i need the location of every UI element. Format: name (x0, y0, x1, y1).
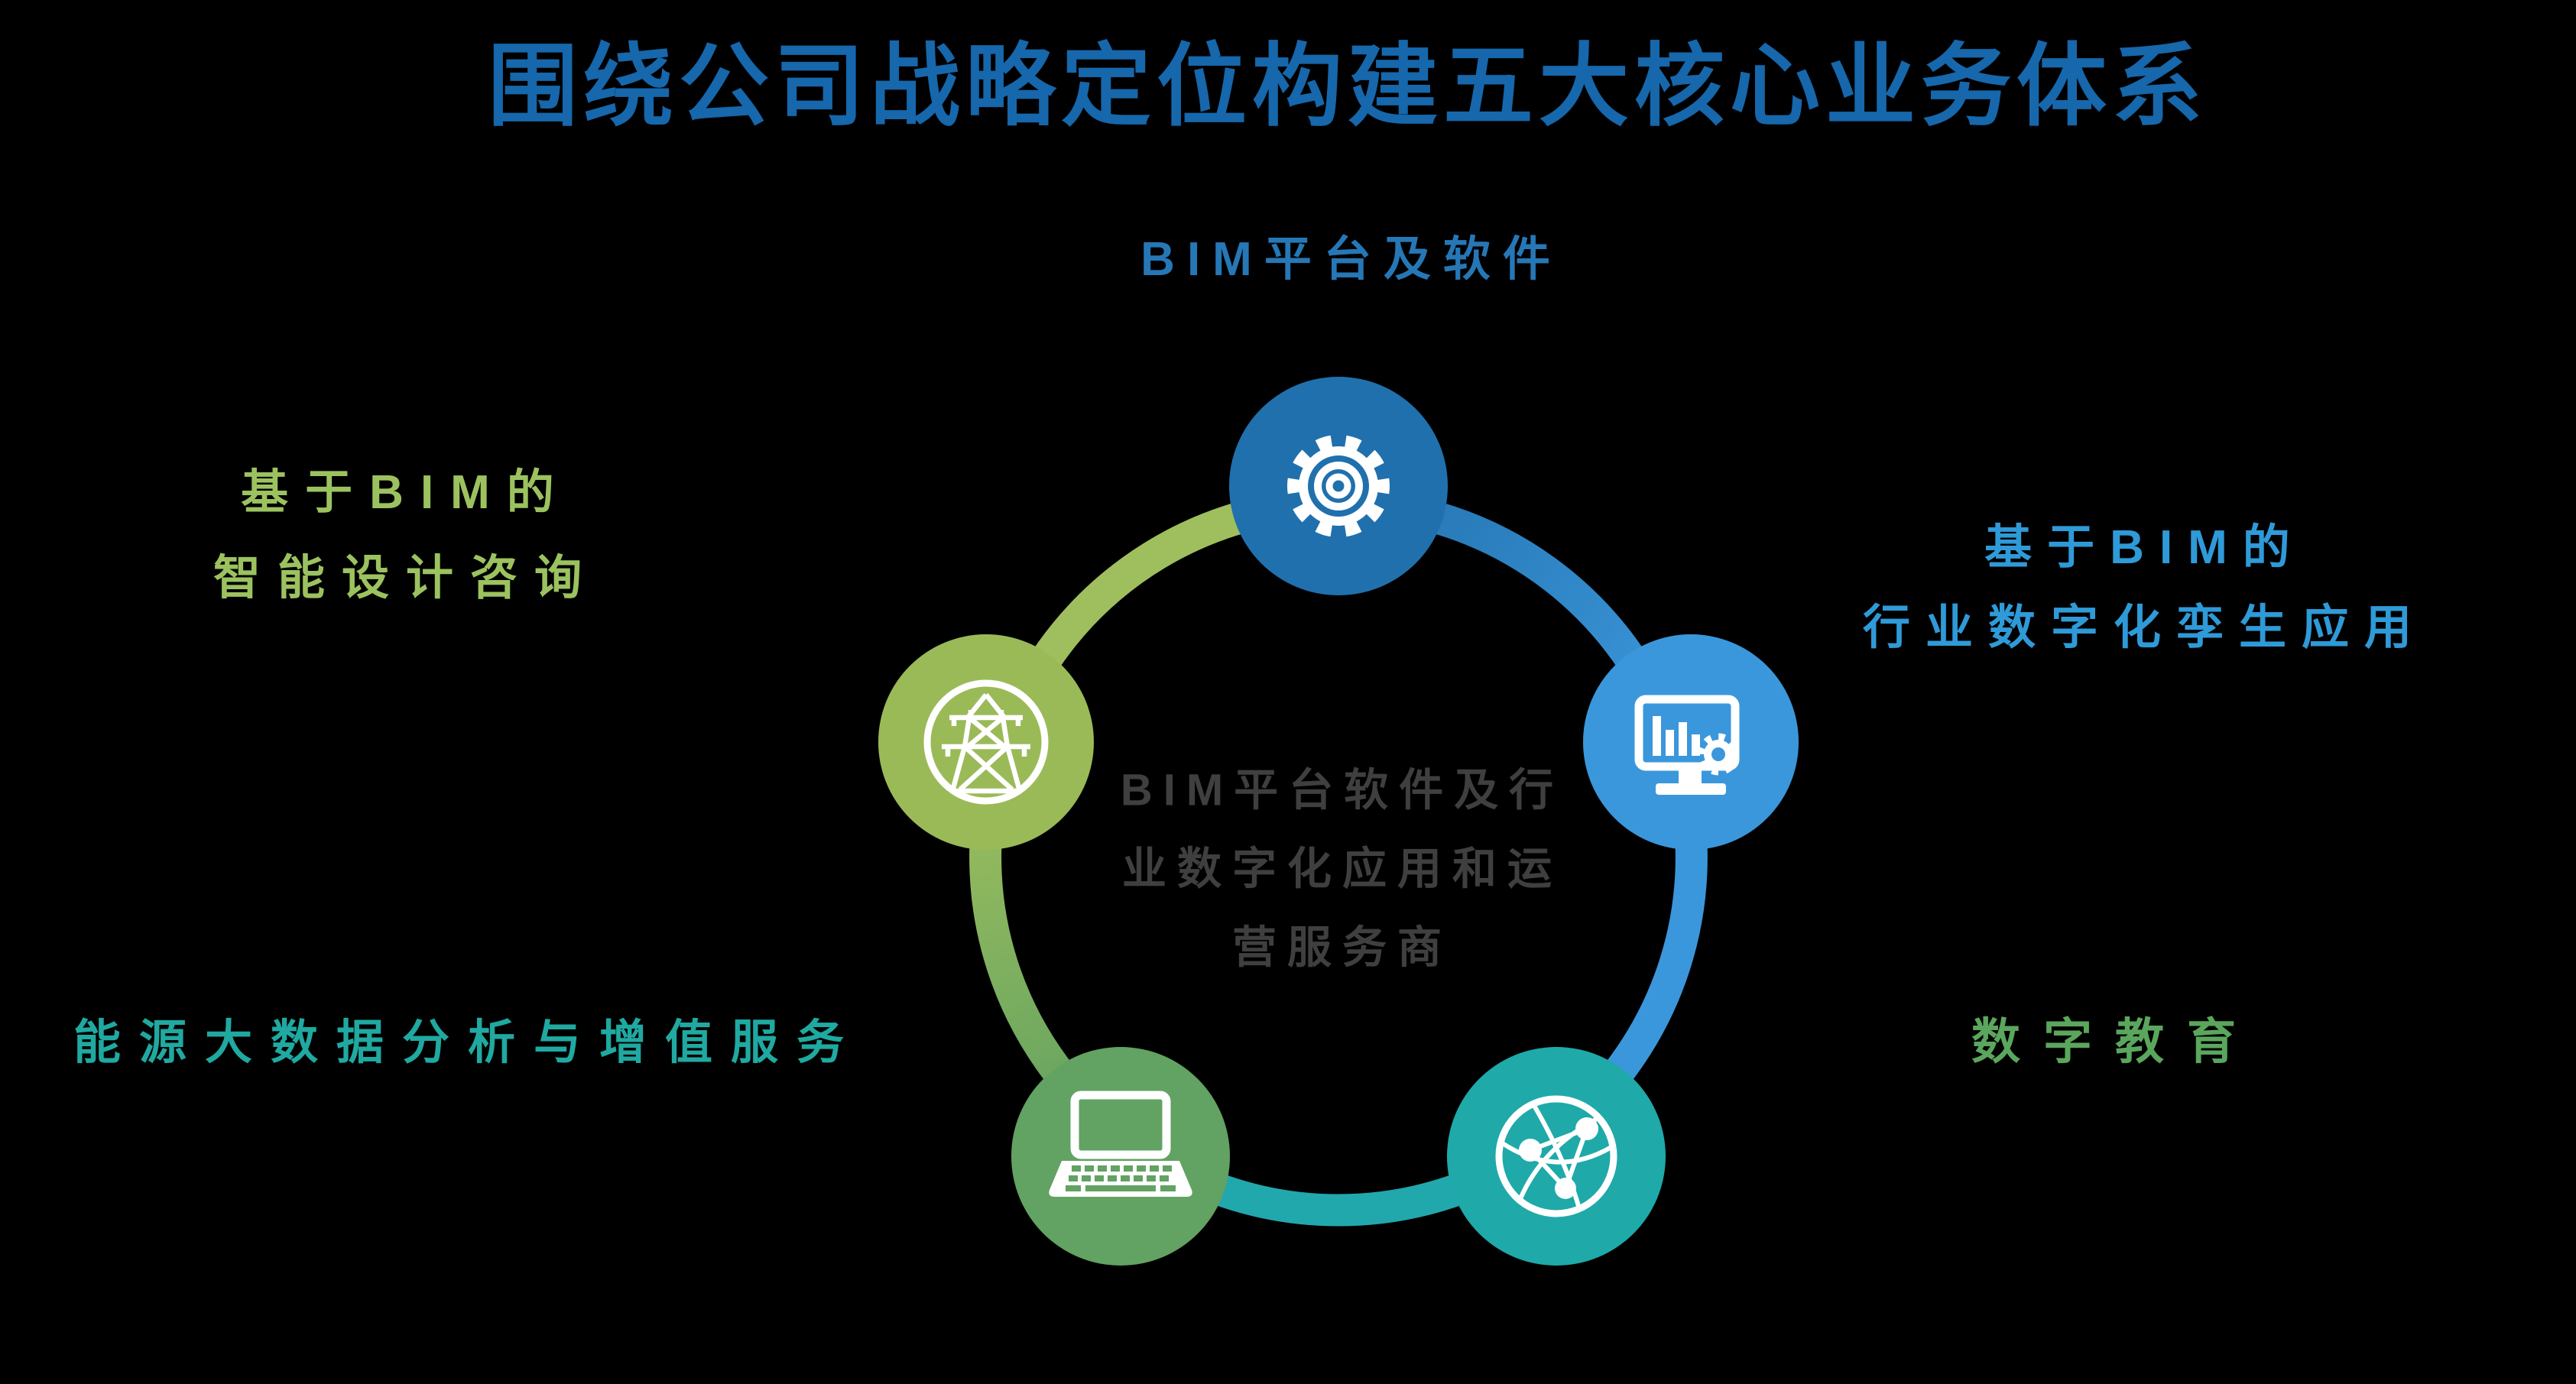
label-line: 基于BIM的 (241, 466, 571, 519)
label-bim-digital-twin: 基于BIM的 行业数字化孪生应用 (1863, 507, 2427, 668)
node-circle-top (1229, 377, 1448, 595)
center-positioning-statement: BIM平台软件及行 业数字化应用和运 营服务商 (1121, 751, 1564, 987)
laptop-icon (1049, 1091, 1192, 1197)
label-line: 智能设计咨询 (213, 552, 599, 604)
node-circle-bottom-right (1447, 1047, 1666, 1266)
transmission-tower-icon (923, 679, 1049, 805)
monitor-chart-gear-icon (1634, 695, 1740, 795)
label-energy-big-data: 能源大数据分析与增值服务 (73, 1016, 863, 1069)
gear-icon (1287, 435, 1390, 537)
diagram-title: 围绕公司战略定位构建五大核心业务体系 (487, 36, 2208, 138)
label-line: 行业数字化孪生应用 (1862, 601, 2428, 654)
node-circle-left (878, 634, 1094, 850)
globe-network-icon (1495, 1095, 1617, 1217)
center-line: BIM平台软件及行 (1120, 765, 1565, 815)
node-circle-right (1583, 634, 1799, 850)
label-bim-intelligent-design: 基于BIM的 智能设计咨询 (213, 450, 599, 621)
label-digital-education: 数字教育 (1971, 1014, 2259, 1069)
center-line: 业数字化应用和运 (1121, 844, 1563, 894)
label-line: 基于BIM的 (1984, 521, 2305, 574)
laptop-keys (1066, 1165, 1176, 1191)
monitor-bars (1653, 716, 1700, 756)
center-line: 营服务商 (1231, 922, 1453, 973)
label-bim-platform-software: BIM平台及软件 (1140, 233, 1562, 286)
